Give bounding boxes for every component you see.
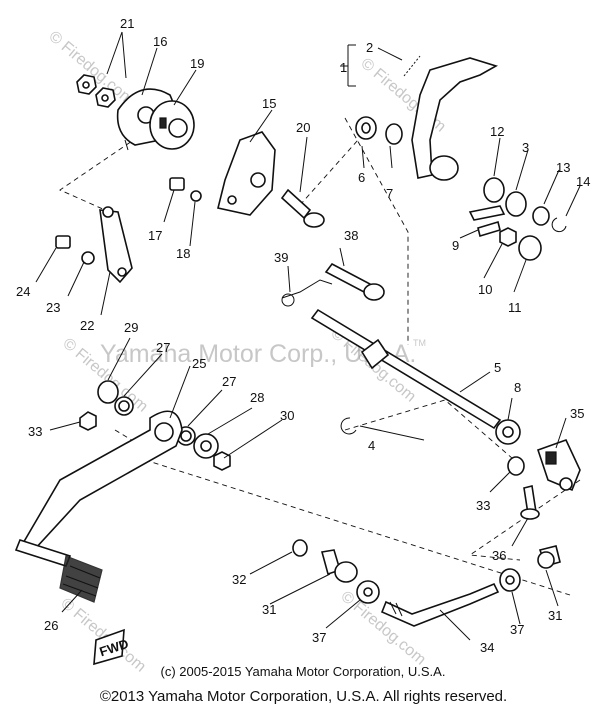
callout-30: 30 — [280, 408, 294, 423]
leader-lines — [35, 31, 581, 641]
callout-5: 5 — [494, 360, 501, 375]
washer-6-7 — [355, 116, 403, 145]
disc-19 — [149, 100, 195, 150]
callout-17: 17 — [148, 228, 162, 243]
nut-21 — [76, 74, 116, 108]
callout-1: 1 — [340, 60, 347, 75]
fwd-tag: FWD — [93, 628, 130, 666]
callout-15: 15 — [262, 96, 276, 111]
callout-18: 18 — [176, 246, 190, 261]
callout-13: 13 — [556, 160, 570, 175]
callout-4: 4 — [368, 438, 375, 453]
pedal-26 — [14, 410, 183, 603]
copyright-footer: ©2013 Yamaha Motor Corporation, U.S.A. A… — [99, 688, 508, 705]
trademark-mark: TM — [413, 338, 426, 348]
callout-8: 8 — [514, 380, 521, 395]
clip-4 — [340, 417, 357, 435]
callout-22: 22 — [80, 318, 94, 333]
credit-line: (c) 2005-2015 Yamaha Motor Corporation, … — [161, 664, 446, 679]
pedal-rubber — [59, 555, 103, 603]
lever-22 — [99, 206, 133, 284]
callout-27: 27 — [222, 374, 236, 389]
callout-32: 32 — [232, 572, 246, 587]
shift-cam-1 — [411, 57, 499, 181]
callout-21: 21 — [120, 16, 134, 31]
callout-29: 29 — [124, 320, 138, 335]
watermark-site: © Firedog.com — [57, 595, 148, 676]
callout-38: 38 — [344, 228, 358, 243]
bolt-17 — [169, 177, 202, 202]
callout-37: 37 — [510, 622, 524, 637]
callout-35: 35 — [570, 406, 584, 421]
callout-2: 2 — [366, 40, 373, 55]
callout-labels: 1234567889101112131415161718192021222324… — [16, 16, 590, 655]
callout-34: 34 — [480, 640, 494, 655]
callout-23: 23 — [46, 300, 60, 315]
spring-2 — [403, 55, 421, 77]
callout-7: 7 — [386, 186, 393, 201]
clip-13-14 — [532, 206, 567, 233]
callout-31: 31 — [548, 608, 562, 623]
callout-26: 26 — [44, 618, 58, 633]
callout-20: 20 — [296, 120, 310, 135]
callout-28: 28 — [250, 390, 264, 405]
callout-14: 14 — [576, 174, 590, 189]
callout-12: 12 — [490, 124, 504, 139]
callout-9: 9 — [452, 238, 459, 253]
callout-3: 3 — [522, 140, 529, 155]
callout-33: 33 — [28, 424, 42, 439]
callout-10: 10 — [478, 282, 492, 297]
callout-37: 37 — [312, 630, 326, 645]
shaft-12-3 — [468, 177, 527, 221]
callout-11: 11 — [508, 300, 522, 315]
callout-33: 33 — [476, 498, 490, 513]
shift-shaft-5 — [310, 308, 521, 445]
callout-19: 19 — [190, 56, 204, 71]
nut-23-24 — [55, 235, 95, 265]
callout-6: 6 — [358, 170, 365, 185]
watermark-site: © Firedog.com — [337, 588, 428, 669]
nut-33 — [79, 411, 97, 431]
bracket-15 — [217, 131, 276, 216]
callout-24: 24 — [16, 284, 30, 299]
callout-16: 16 — [153, 34, 167, 49]
callout-31: 31 — [262, 602, 276, 617]
callout-27: 27 — [156, 340, 170, 355]
linkage-31-32-34-37 — [292, 539, 561, 627]
spring-39 — [281, 279, 333, 307]
callout-39: 39 — [274, 250, 288, 265]
bolt-20 — [280, 188, 325, 228]
arm-35 — [507, 439, 581, 520]
bolt-9-10-11 — [477, 220, 542, 261]
seals-25-27-29 — [97, 380, 231, 471]
callout-36: 36 — [492, 548, 506, 563]
pin-38 — [324, 262, 385, 301]
callout-25: 25 — [192, 356, 206, 371]
